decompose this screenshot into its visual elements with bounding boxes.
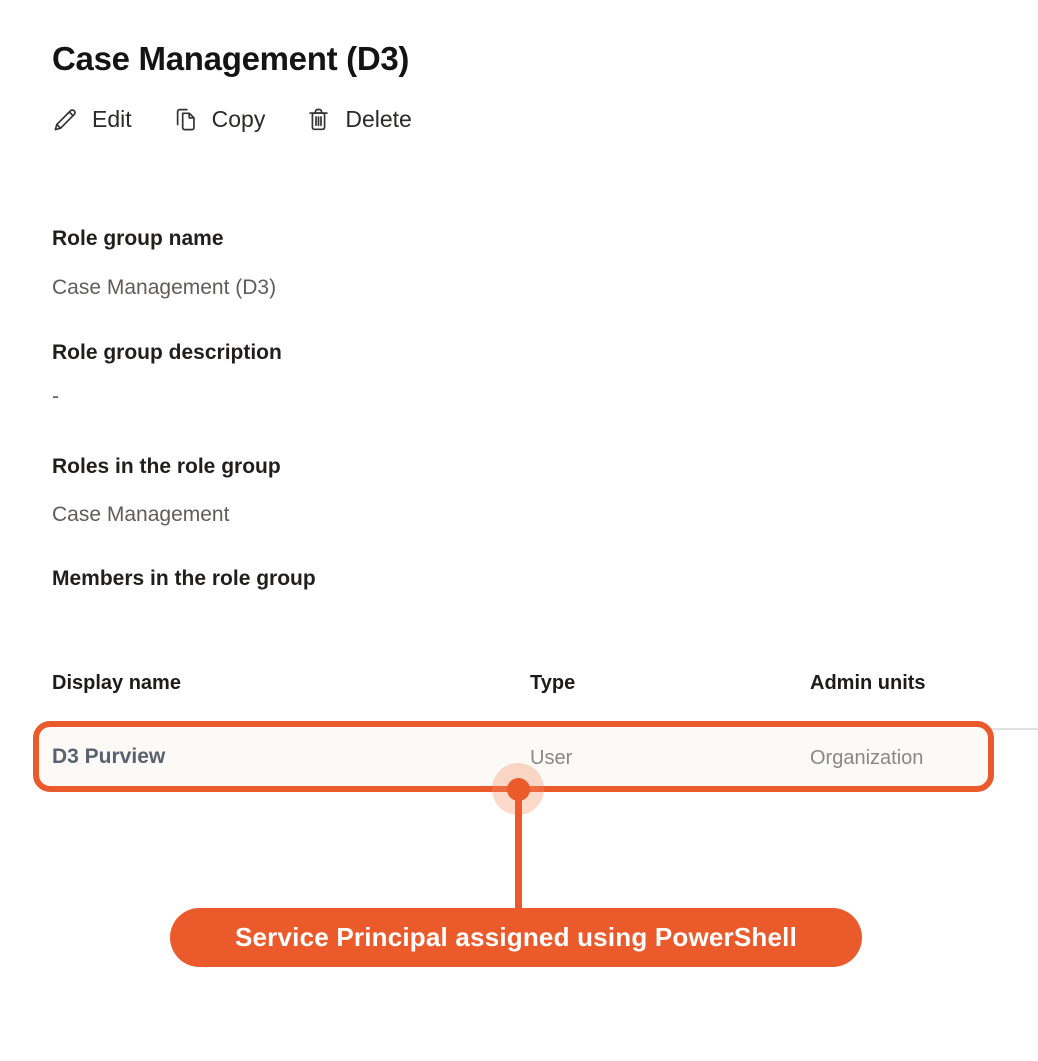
delete-button-label: Delete: [345, 105, 412, 132]
annotation-callout-pill: Service Principal assigned using PowerSh…: [170, 908, 862, 967]
role-group-name-value: Case Management (D3): [52, 276, 277, 299]
copy-button[interactable]: Copy: [172, 105, 266, 133]
roles-in-role-group-label: Roles in the role group: [52, 455, 281, 478]
copy-icon: [172, 106, 199, 133]
annotation-label: Service Principal assigned using PowerSh…: [234, 922, 798, 952]
column-header-admin-units: Admin units: [810, 672, 926, 694]
member-admin-units: Organization: [810, 747, 924, 769]
roles-in-role-group-value: Case Management: [52, 503, 230, 526]
member-display-name[interactable]: D3 Purview: [52, 745, 166, 768]
trash-icon: [305, 106, 332, 133]
role-group-description-label: Role group description: [52, 341, 282, 364]
members-in-role-group-label: Members in the role group: [52, 567, 316, 590]
pencil-icon: [52, 106, 79, 133]
edit-button-label: Edit: [92, 105, 132, 132]
annotation-connector-line: [515, 789, 522, 910]
toolbar: Edit Copy: [52, 100, 412, 138]
role-group-description-value: -: [52, 385, 59, 408]
role-group-name-label: Role group name: [52, 227, 224, 250]
page-title: Case Management (D3): [52, 40, 410, 77]
delete-button[interactable]: Delete: [305, 105, 412, 133]
column-header-type: Type: [530, 672, 576, 694]
annotation-dot: [507, 778, 530, 801]
column-header-display-name: Display name: [52, 672, 181, 694]
edit-button[interactable]: Edit: [52, 106, 132, 133]
member-type: User: [530, 747, 573, 769]
copy-button-label: Copy: [211, 105, 266, 132]
